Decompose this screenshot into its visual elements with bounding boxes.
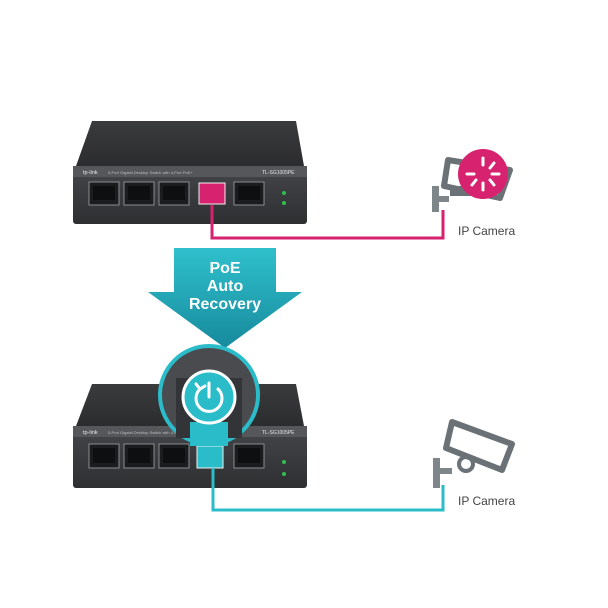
loading-spinner-icon (465, 156, 501, 192)
camera-bottom-body (443, 419, 515, 473)
camera-bottom: IP Camera (433, 419, 515, 508)
cable-magenta (210, 205, 445, 240)
camera-bottom-label: IP Camera (458, 494, 515, 508)
led-poe (282, 472, 286, 476)
switch-bottom-brand: tp-link (83, 430, 98, 436)
recovery-arrow: PoE Auto Recovery (148, 248, 302, 348)
switch-bottom-strip: 5-Port Gigabit Desktop Switch with 4-Por… (108, 430, 193, 435)
switch-bottom-ports (88, 443, 265, 469)
camera-top-label: IP Camera (458, 224, 515, 238)
cable-teal (211, 468, 445, 512)
loading-circle (458, 149, 508, 199)
led-power (282, 460, 286, 464)
arrow-text-line2: Auto (207, 278, 244, 295)
switch-top-brand: tp-link (83, 170, 98, 176)
led-poe (282, 201, 286, 205)
switch-bottom-model: TL-SG1005PE (262, 430, 295, 436)
switch-top-strip: 5-Port Gigabit Desktop Switch with 4-Por… (108, 170, 193, 175)
arrow-text-line1: PoE (209, 260, 240, 277)
port-4-magenta (198, 182, 226, 205)
led-power (282, 191, 286, 195)
switch-top-model: TL-SG1005PE (262, 170, 295, 176)
camera-top: IP Camera (432, 149, 515, 238)
port-4-teal (196, 445, 224, 469)
switch-top-ports (88, 181, 265, 206)
zoom-magnifier (158, 344, 260, 446)
switch-top: tp-link 5-Port Gigabit Desktop Switch wi… (73, 121, 307, 224)
arrow-text-line3: Recovery (189, 296, 261, 313)
power-recovery-icon (194, 381, 224, 413)
